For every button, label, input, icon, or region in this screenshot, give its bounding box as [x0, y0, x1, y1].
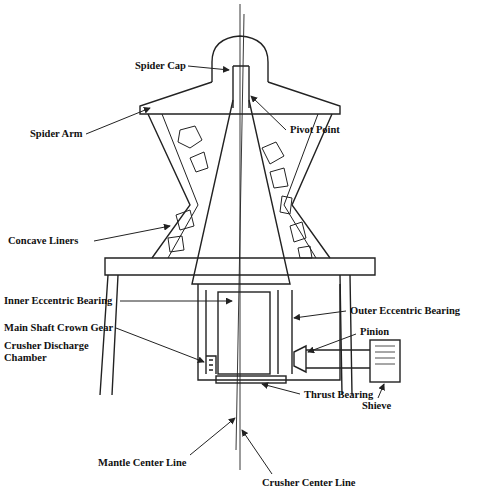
- part-label: Mantle Center Line: [98, 457, 186, 469]
- leader-line: [86, 66, 384, 474]
- outer-eccentric-bearing: [206, 290, 292, 374]
- part-label: Shieve: [362, 400, 391, 412]
- frame-leg: [100, 275, 352, 395]
- part-label: Thrust Bearing: [304, 389, 373, 401]
- part-label: Main Shaft Crown Gear: [4, 322, 113, 334]
- thrust-bearing: [216, 376, 286, 383]
- inner-eccentric-bearing: [218, 292, 270, 374]
- part-label: Spider Cap: [135, 60, 186, 72]
- eccentric-housing: [198, 284, 340, 380]
- part-label: Crusher Center Line: [262, 477, 356, 489]
- part-label: Outer Eccentric Bearing: [350, 305, 460, 317]
- part-label: Concave Liners: [8, 235, 78, 247]
- shieve-grooves: [375, 346, 395, 364]
- pinion: [294, 346, 306, 372]
- part-label: Pivot Point: [290, 124, 340, 136]
- part-label: Crusher Discharge Chamber: [4, 340, 100, 364]
- part-label: Spider Arm: [30, 128, 83, 140]
- mantle-center-line: [236, 14, 244, 450]
- part-label: Pinion: [360, 326, 389, 338]
- main-shaft: [233, 66, 249, 108]
- part-label: Inner Eccentric Bearing: [4, 295, 112, 307]
- countershaft: [306, 350, 370, 368]
- shieve: [370, 340, 400, 382]
- crown-gear: [206, 356, 216, 374]
